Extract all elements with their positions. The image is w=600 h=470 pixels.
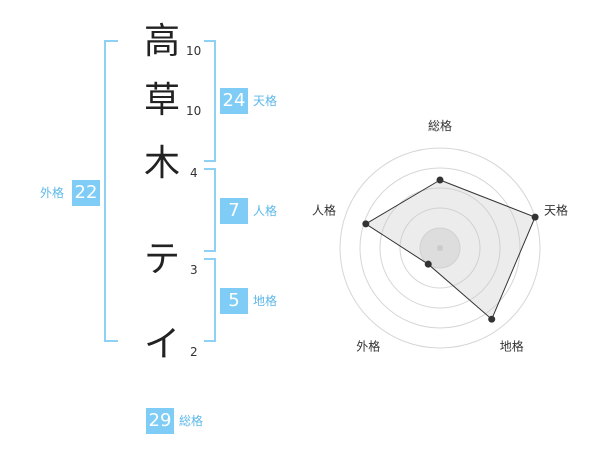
tenkaku-badge: 24 [220,88,248,114]
radar-grid-ring [419,227,461,269]
stroke-count-4: 3 [190,263,198,277]
name-char-4: テ [143,239,180,280]
stroke-count-1: 10 [186,44,202,58]
name-char-3: 木 [143,143,180,184]
radar-data-polygon [364,179,536,321]
radar-axis-label: 外格 [356,339,380,354]
radar-grid [339,147,541,349]
name-char-1: 高 [143,21,180,62]
tenkaku-bracket [204,40,216,162]
radar-data-points [362,176,539,323]
jinkaku-label: 人格 [253,204,278,218]
radar-axis-label: 天格 [544,202,568,217]
stroke-count-5: 2 [190,345,198,359]
soukaku-label: 総格 [179,414,204,428]
stroke-count-2: 10 [186,104,202,118]
radar-point [488,315,496,323]
radar-grid-ring [359,167,521,329]
chikaku-badge: 5 [220,288,248,314]
radar-grid-ring [339,147,541,349]
radar-point [362,220,370,228]
radar-point [436,176,444,184]
radar-point [531,213,539,221]
chikaku-bracket [204,258,216,342]
radar-grid-ring [399,207,481,289]
soukaku-badge: 29 [146,408,174,434]
chikaku-label: 地格 [253,294,278,308]
gaikaku-bracket [104,40,118,342]
name-char-2: 草 [143,80,180,121]
name-char-5: イ [143,324,180,365]
radar-axis-label: 地格 [500,339,524,354]
gaikaku-label: 外格 [40,186,65,200]
stroke-count-3: 4 [190,166,198,180]
radar-point [424,260,432,268]
radar-axis-label: 総格 [428,118,452,133]
tenkaku-label: 天格 [253,94,278,108]
radar-axis-label: 人格 [312,202,336,217]
gaikaku-badge: 22 [72,180,100,206]
radar-center-dot [437,245,443,251]
jinkaku-bracket [204,168,216,252]
jinkaku-badge: 7 [220,198,248,224]
radar-grid-ring [379,187,501,309]
